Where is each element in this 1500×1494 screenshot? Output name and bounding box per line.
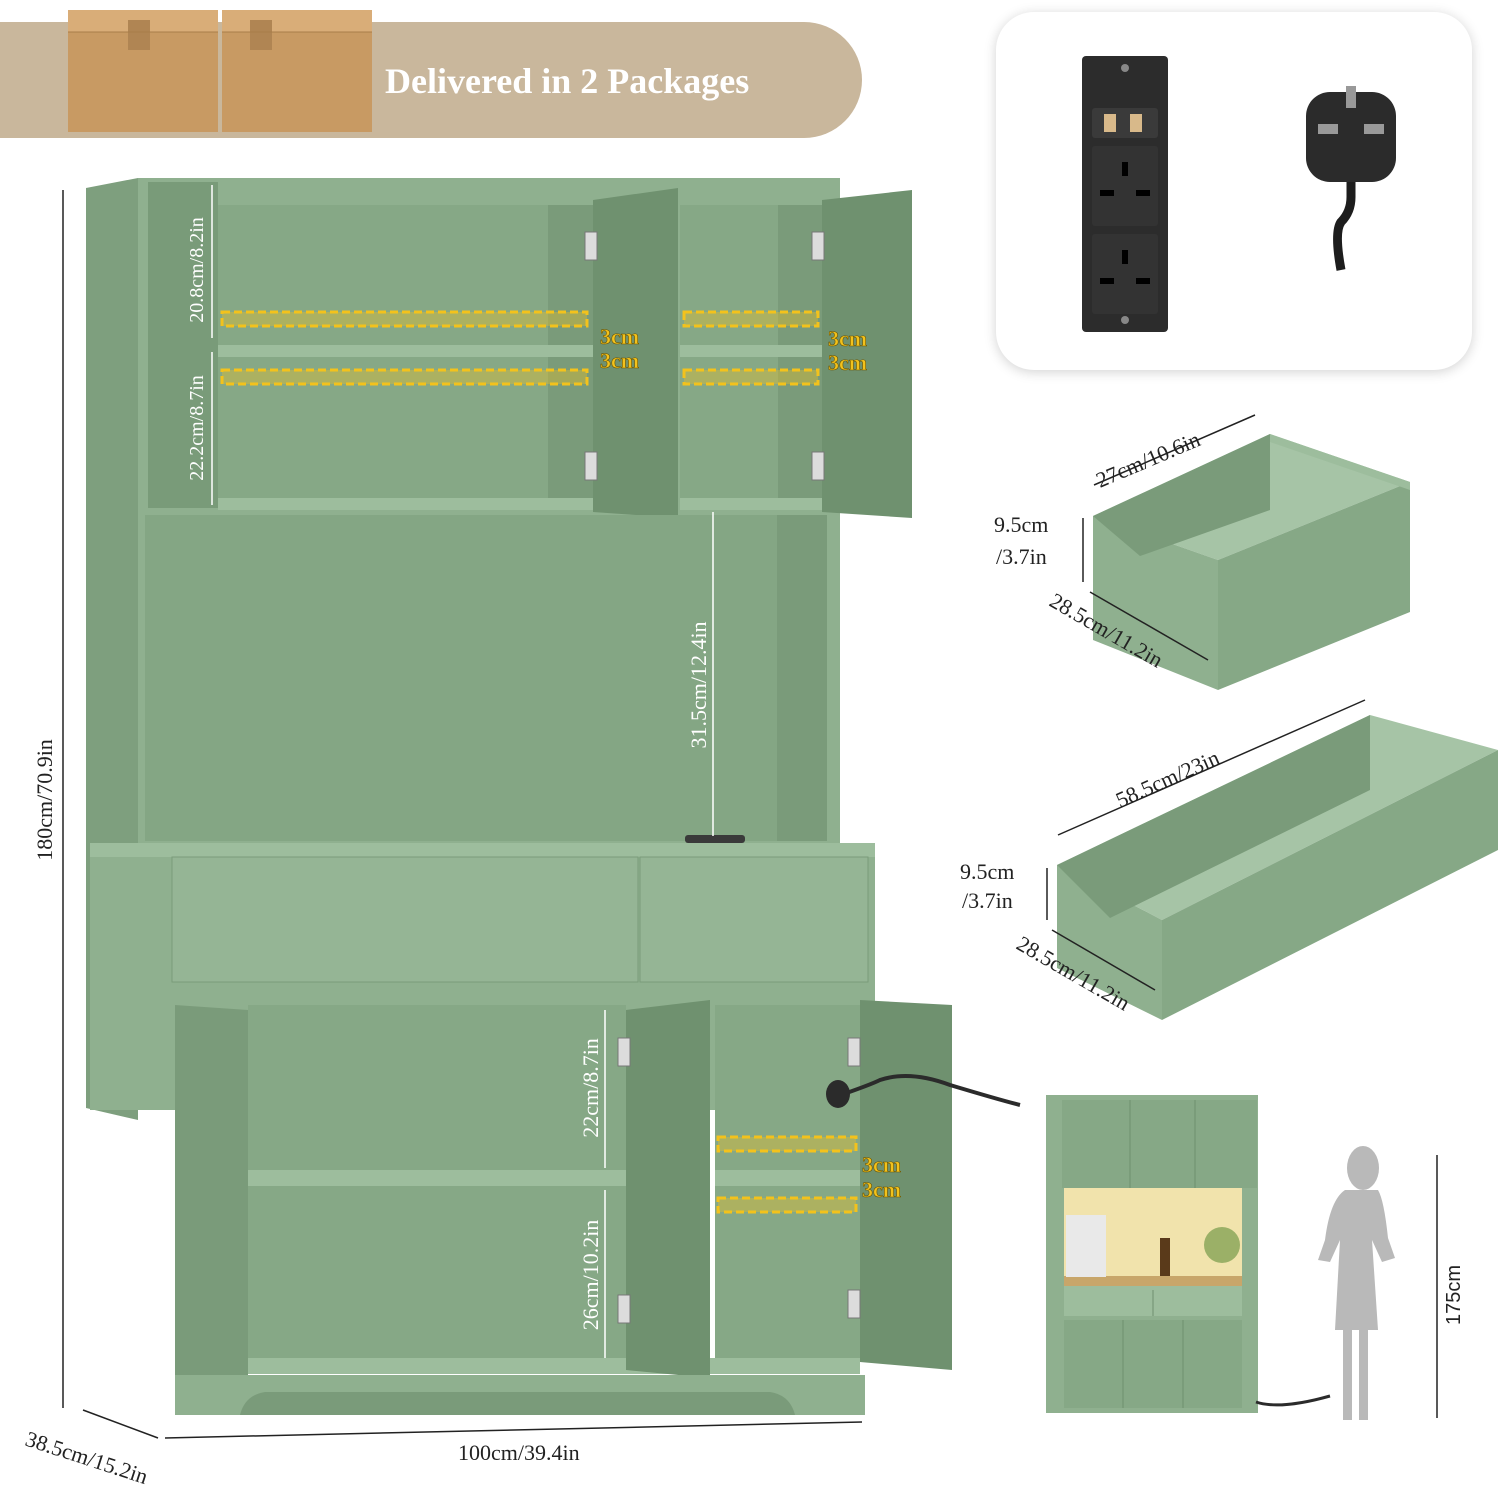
upper-top-shelf-label: 20.8cm/8.2in — [186, 217, 208, 323]
delivery-banner-text: Delivered in 2 Packages — [385, 61, 750, 101]
person-silhouette-icon — [1318, 1146, 1395, 1420]
outlet-card — [996, 12, 1472, 370]
small-drawer-height-cm-label: 9.5cm — [994, 512, 1048, 537]
upper-bottom-shelf-label: 22.2cm/8.7in — [186, 375, 208, 481]
large-drawer — [1057, 715, 1498, 1020]
width-label: 100cm/39.4in — [458, 1440, 580, 1465]
small-cabinet-preview — [1046, 1095, 1331, 1413]
adjust-label: 3cm — [862, 1177, 901, 1202]
adjust-label: 3cm — [600, 324, 639, 349]
adjust-label: 3cm — [828, 350, 867, 375]
small-drawer-height-in-label: /3.7in — [996, 544, 1047, 569]
outlet-illustration — [1082, 56, 1396, 332]
person-height-label: 175cm — [1443, 1265, 1465, 1325]
height-total-label: 180cm/70.9in — [32, 739, 57, 861]
hinge-icons — [584, 231, 861, 1324]
lower-top-shelf-label: 22cm/8.7in — [578, 1038, 603, 1138]
adjust-label: 3cm — [600, 348, 639, 373]
cardboard-box-icon — [68, 10, 218, 132]
large-drawer-height-in-label: /3.7in — [962, 888, 1013, 913]
cardboard-box-icon — [222, 10, 372, 132]
open-space-label: 31.5cm/12.4in — [686, 621, 711, 748]
depth-label: 38.5cm/15.2in — [22, 1426, 151, 1489]
power-strip-icon — [1082, 56, 1168, 332]
adjust-label: 3cm — [862, 1152, 901, 1177]
main-cabinet — [86, 178, 1021, 1415]
small-drawer — [1093, 434, 1410, 690]
shelf-adjust-markers — [220, 310, 858, 1214]
adjust-label: 3cm — [828, 326, 867, 351]
dimension-lines — [62, 190, 863, 1439]
large-drawer-height-cm-label: 9.5cm — [960, 859, 1014, 884]
lower-bottom-shelf-label: 26cm/10.2in — [578, 1220, 603, 1331]
uk-plug-icon — [1306, 86, 1396, 271]
